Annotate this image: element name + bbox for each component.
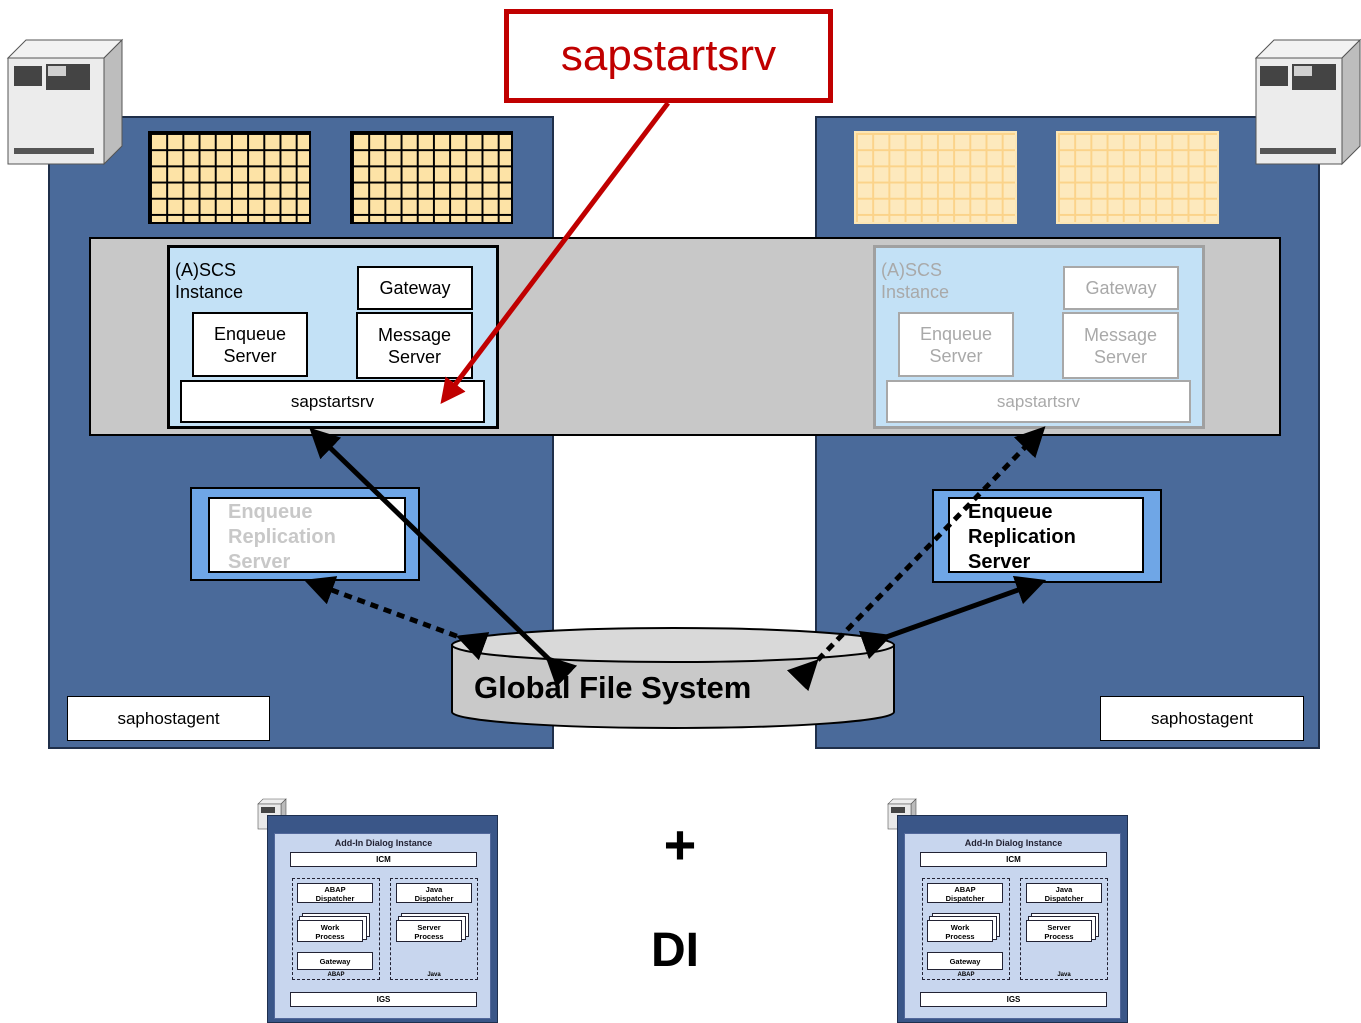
saphostagent-left: saphostagent	[67, 696, 270, 741]
ers-label-left: Enqueue Replication Server	[208, 497, 406, 573]
sapstartsrv-callout: sapstartsrv	[504, 9, 833, 103]
di-server-process-left: Server Process	[396, 920, 462, 942]
di-igs-left: IGS	[290, 992, 477, 1007]
di-abap-group-left	[292, 878, 380, 980]
di-icm-right: ICM	[920, 852, 1107, 867]
dialog-instance-card-left: Add-In Dialog Instance ICM ABAP Dispatch…	[267, 815, 498, 1023]
di-java-caption-right: Java	[1057, 972, 1071, 978]
di-title-right: Add-In Dialog Instance	[964, 838, 1063, 848]
saphostagent-right: saphostagent	[1100, 696, 1304, 741]
plus-sign: +	[663, 813, 697, 876]
di-java-dispatcher-right: Java Dispatcher	[1026, 883, 1102, 903]
sapstartsrv-box-right: sapstartsrv	[886, 380, 1191, 423]
di-abap-caption-right: ABAP	[957, 972, 975, 978]
di-igs-right: IGS	[920, 992, 1107, 1007]
di-java-caption-left: Java	[427, 972, 441, 978]
di-server-process-right: Server Process	[1026, 920, 1092, 942]
enqueue-server-label-left: Enqueue Server	[213, 323, 287, 366]
di-gateway-left: Gateway	[297, 952, 373, 970]
enqueue-server-box-left: Enqueue Server	[192, 312, 308, 377]
di-java-dispatcher-left: Java Dispatcher	[396, 883, 472, 903]
gateway-box-left: Gateway	[357, 266, 473, 310]
ascs-title-left: (A)SCS Instance	[175, 260, 244, 302]
message-server-box-right: Message Server	[1062, 312, 1179, 379]
di-abap-caption-left: ABAP	[327, 972, 345, 978]
ascs-title-right: (A)SCS Instance	[881, 260, 950, 302]
server-grid-left-1	[148, 131, 311, 224]
message-server-label-right: Message Server	[1083, 324, 1158, 367]
di-abap-dispatcher-right: ABAP Dispatcher	[927, 883, 1003, 903]
di-work-process-right: Work Process	[927, 920, 993, 942]
server-grid-left-2	[350, 131, 513, 224]
message-server-box-left: Message Server	[356, 312, 473, 379]
enqueue-server-label-right: Enqueue Server	[919, 323, 993, 366]
global-file-system-label: Global File System	[474, 670, 752, 705]
di-abap-dispatcher-left: ABAP Dispatcher	[297, 883, 373, 903]
di-java-group-right	[1020, 878, 1108, 980]
di-work-process-left: Work Process	[297, 920, 363, 942]
di-title-left: Add-In Dialog Instance	[334, 838, 433, 848]
di-gateway-right: Gateway	[927, 952, 1003, 970]
di-label: DI	[651, 924, 699, 977]
message-server-label-left: Message Server	[377, 324, 452, 367]
dialog-instance-right: Add-In Dialog Instance ICM ABAP Dispatch…	[887, 798, 1131, 1023]
enqueue-server-box-right: Enqueue Server	[898, 312, 1014, 377]
dialog-instance-card-right: Add-In Dialog Instance ICM ABAP Dispatch…	[897, 815, 1128, 1023]
ers-label-right: Enqueue Replication Server	[948, 497, 1144, 573]
gateway-box-right: Gateway	[1063, 266, 1179, 310]
di-java-group-left	[390, 878, 478, 980]
di-icm-left: ICM	[290, 852, 477, 867]
server-grid-right-1	[854, 131, 1017, 224]
di-abap-group-right	[922, 878, 1010, 980]
server-grid-right-2	[1056, 131, 1219, 224]
sapstartsrv-box-left: sapstartsrv	[180, 380, 485, 423]
dialog-instance-left: Add-In Dialog Instance ICM ABAP Dispatch…	[257, 798, 501, 1023]
